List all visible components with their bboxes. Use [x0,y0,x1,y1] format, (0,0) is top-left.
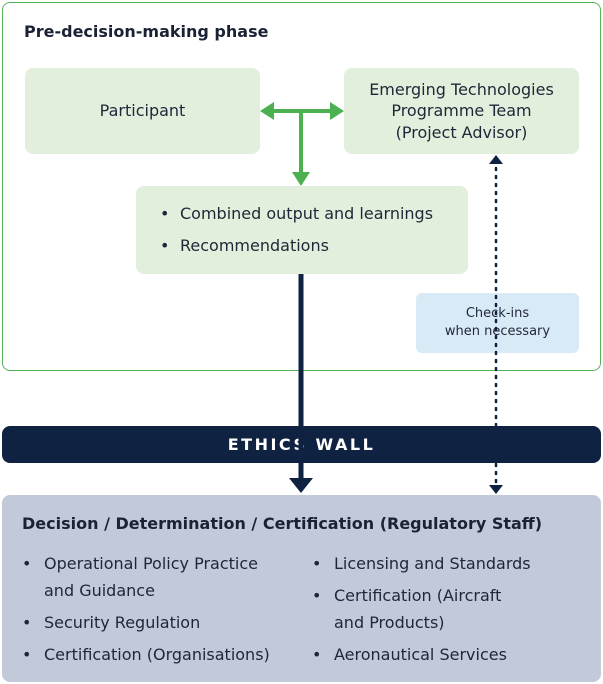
decision-item: • Aeronautical Services [312,641,572,668]
team-label-line-1: Emerging Technologies [369,79,554,99]
output-item-label: Combined output and learnings [180,204,434,223]
ethics-wall-label: ETHICS WALL [227,435,376,454]
decision-list-left: • Operational Policy Practice and Guidan… [22,550,292,673]
bullet: • [312,586,322,605]
check-ins-line-2: when necessary [444,324,551,339]
decision-item-line: Security Regulation [44,613,201,632]
decision-item-line: Operational Policy Practice [44,554,258,573]
team-label-line-2: Programme Team [391,101,532,121]
decision-item-line: Aeronautical Services [334,645,507,664]
bullet: • [22,645,32,664]
output-item: • Combined output and learnings [160,202,468,234]
output-item-label: Recommendations [180,236,329,255]
output-item: • Recommendations [160,234,468,266]
combined-output-box: • Combined output and learnings • Recomm… [136,186,468,274]
team-label-line-3: (Project Advisor) [395,122,528,142]
decision-item-line: Certification (Aircraft [334,586,502,605]
decision-item: • Licensing and Standards [312,550,572,577]
decision-box [2,495,601,682]
participant-label: Participant [99,101,186,121]
decision-item: • Operational Policy Practice and Guidan… [22,550,292,604]
bullet: • [22,554,32,573]
check-ins-box: Check-ins when necessary [416,293,579,353]
decision-item: • Security Regulation [22,609,292,636]
decision-item: • Certification (Organisations) [22,641,292,668]
bullet: • [160,204,170,223]
decision-item: • Certification (Aircraft and Products) [312,582,572,636]
decision-item-line: and Products) [334,613,445,632]
bullet: • [160,236,170,255]
phase-title: Pre-decision-making phase [24,22,269,41]
decision-item-line: Licensing and Standards [334,554,531,573]
bullet: • [312,645,322,664]
participant-box: Participant [25,68,260,154]
programme-team-box: Emerging Technologies Programme Team (Pr… [344,68,579,154]
decision-item-line: Certification (Organisations) [44,645,270,664]
decision-item-line: and Guidance [44,581,155,600]
bullet: • [22,613,32,632]
check-ins-line-1: Check-ins [465,306,530,322]
ethics-wall-bar: ETHICS WALL [2,426,601,463]
decision-title: Decision / Determination / Certification… [22,514,543,533]
decision-list-right: • Licensing and Standards • Certificatio… [312,550,572,673]
bullet: • [312,554,322,573]
